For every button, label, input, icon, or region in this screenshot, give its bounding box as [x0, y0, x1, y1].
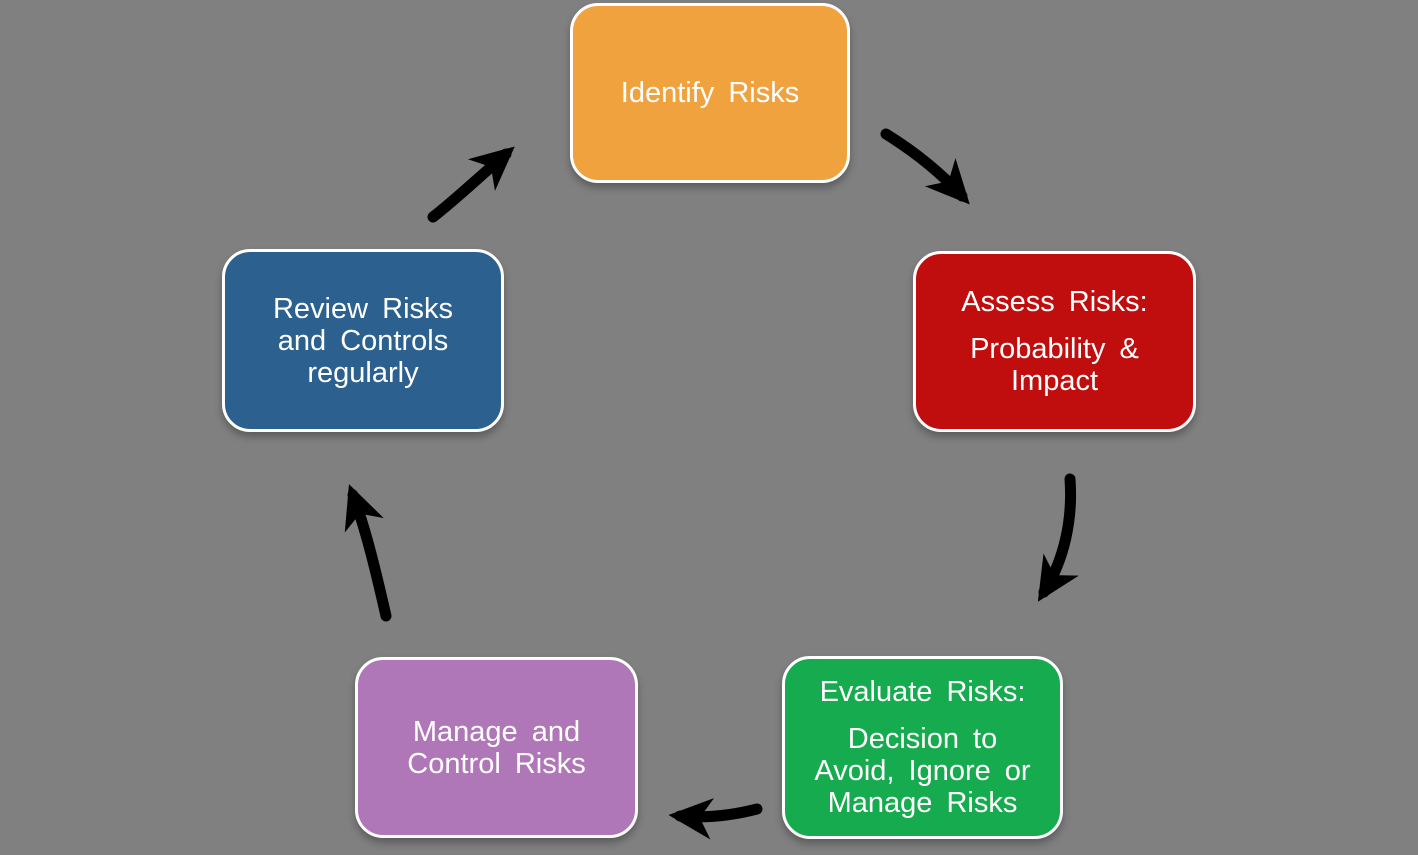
- node-identify-risks-label: Identify Risks: [620, 77, 800, 109]
- node-evaluate-risks-title: Evaluate Risks:: [819, 676, 1026, 708]
- node-identify-risks: Identify Risks: [570, 3, 850, 183]
- arrow-evaluate-to-manage: [668, 798, 763, 840]
- arrow-manage-to-review: [344, 484, 392, 622]
- arrow-identify-to-assess: [880, 128, 970, 205]
- arrow-review-to-identify: [427, 146, 515, 223]
- node-assess-risks-title: Assess Risks:: [961, 286, 1148, 318]
- node-manage-control-risks: Manage and Control Risks: [355, 657, 638, 838]
- node-evaluate-risks-detail: Decision to Avoid, Ignore or Manage Risk…: [814, 723, 1031, 819]
- node-manage-control-risks-label: Manage and Control Risks: [407, 715, 586, 780]
- node-review-risks-controls-label: Review Risks and Controls regularly: [272, 292, 454, 389]
- node-review-risks-controls: Review Risks and Controls regularly: [222, 249, 504, 432]
- node-assess-risks: Assess Risks: Probability & Impact: [913, 251, 1196, 432]
- node-assess-risks-detail: Probability & Impact: [970, 333, 1139, 397]
- node-evaluate-risks: Evaluate Risks: Decision to Avoid, Ignor…: [782, 656, 1063, 839]
- arrow-assess-to-evaluate: [1037, 473, 1079, 602]
